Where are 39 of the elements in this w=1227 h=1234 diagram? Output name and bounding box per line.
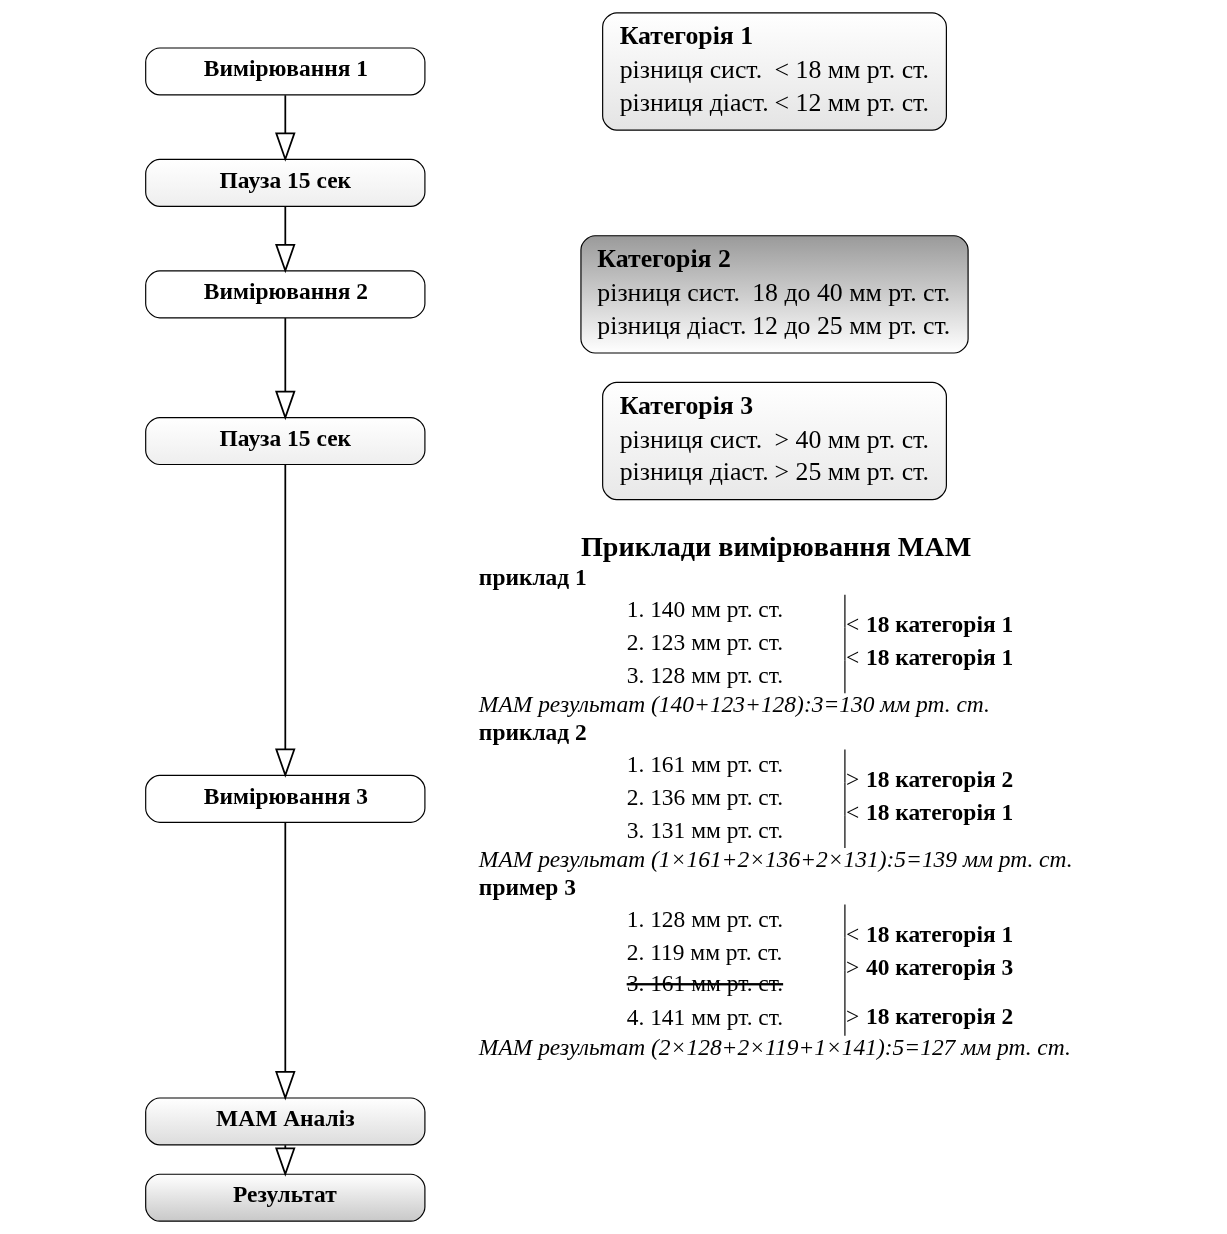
- node-box: Пауза 15 сек: [145, 158, 426, 207]
- label: 2. 119 мм рт. ст.: [626, 938, 783, 965]
- node-box: Вимірювання 1: [145, 47, 426, 96]
- label: 3. 131 мм рт. ст.: [626, 816, 784, 843]
- node-box: Вимірювання 2: [145, 270, 426, 319]
- label: > 18 категорія 2: [846, 1003, 1014, 1030]
- node-box: Пауза 15 сек: [145, 416, 426, 466]
- arrow: [275, 317, 296, 421]
- label: 2. 123 мм рт. ст.: [626, 628, 784, 655]
- label: > 40 категорія 3: [846, 953, 1014, 980]
- label: > 18 категорія 2: [846, 766, 1014, 793]
- label: МАМ результат (1×161+2×136+2×131):5=139 мм рт. ст.: [478, 845, 1073, 872]
- label: 1. 128 мм рт. ст.: [626, 905, 784, 932]
- label: 1. 161 мм рт. ст.: [626, 750, 784, 777]
- label: 1. 140 мм рт. ст.: [626, 596, 784, 622]
- label: 3. 161 мм рт. ст.: [626, 970, 784, 997]
- node-box: Вимірювання 3: [145, 774, 426, 823]
- label: < 18 категорія 1: [846, 644, 1014, 671]
- node-box: Категорія 1 різниця сист. < 18 мм рт. ст. різниця діаст. < 12 мм рт. ст.: [602, 12, 947, 131]
- label: пример 3: [478, 874, 576, 901]
- label: 2. 136 мм рт. ст.: [626, 783, 784, 810]
- arrow: [275, 94, 296, 162]
- label: Приклади вимірювання МАМ: [580, 531, 972, 563]
- node-box: Результат: [145, 1173, 426, 1222]
- label: МАМ результат (2×128+2×119+1×141):5=127 мм рт. ст.: [478, 1033, 1071, 1060]
- arrow: [275, 205, 296, 274]
- node-box: Категорія 3 різниця сист. > 40 мм рт. ст. різниця діаст. > 25 мм рт. ст.: [602, 381, 947, 501]
- node-box: МАМ Аналіз: [145, 1097, 426, 1146]
- label: приклад 1: [478, 564, 587, 591]
- label: 4. 141 мм рт. ст.: [626, 1004, 784, 1031]
- label: < 18 категорія 1: [846, 920, 1014, 947]
- arrow: [275, 821, 296, 1101]
- label: < 18 категорія 1: [846, 798, 1014, 825]
- label: МАМ результат (140+123+128):3=130 мм рт. ст.: [478, 691, 990, 718]
- node-box: Категорія 2 різниця сист. 18 до 40 мм рт. ст. різниця діаст. 12 до 25 мм рт. ст.: [580, 235, 969, 354]
- label: 3. 128 мм рт. ст.: [626, 661, 784, 688]
- label: < 18 категорія 1: [846, 611, 1014, 638]
- label: приклад 2: [478, 719, 587, 746]
- arrow: [275, 464, 296, 778]
